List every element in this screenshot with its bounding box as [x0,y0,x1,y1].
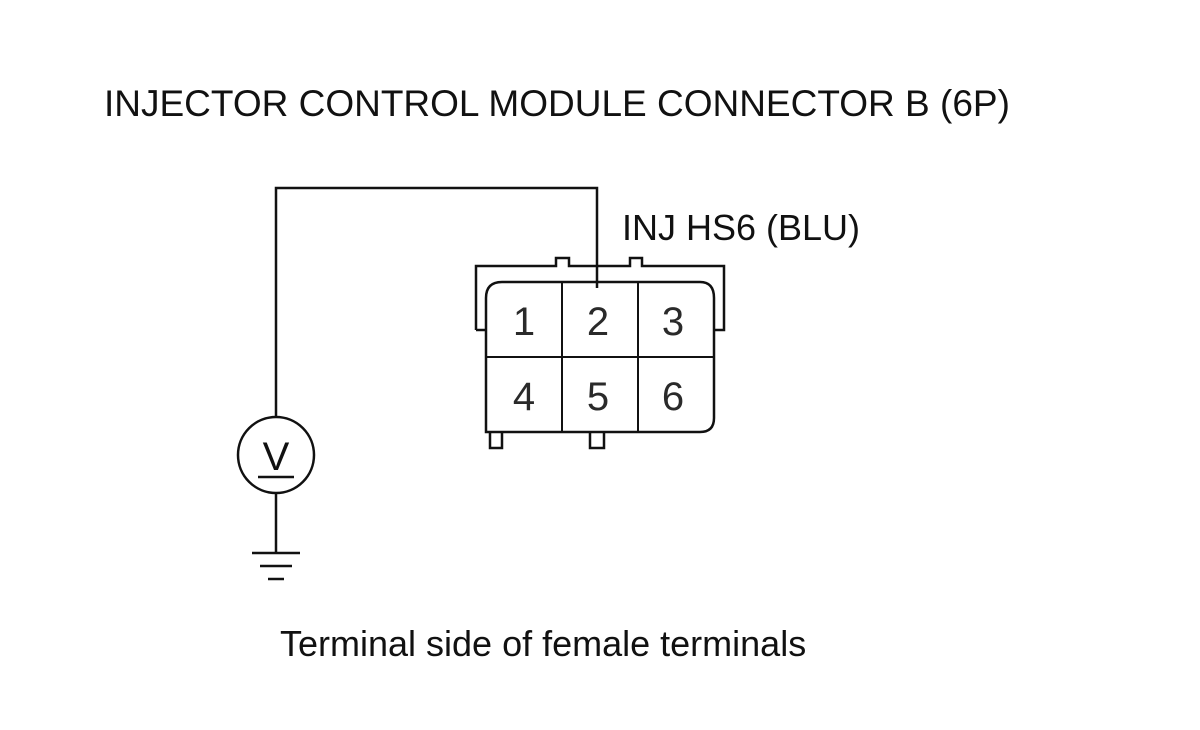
pin-3: 3 [662,300,684,344]
test-wire [274,186,599,418]
pin-4: 4 [513,375,535,419]
pin-5: 5 [587,375,609,419]
pin-2: 2 [587,300,609,344]
wire-label: INJ HS6 (BLU) [622,207,860,248]
caption: Terminal side of female terminals [280,623,806,664]
connector-b: 1 2 3 4 5 6 [474,256,726,450]
pin-6: 6 [662,375,684,419]
voltmeter-symbol: V [263,435,290,479]
ground-icon [252,551,300,581]
voltmeter-icon: V [236,415,316,495]
pin-1: 1 [513,300,535,344]
diagram-title: INJECTOR CONTROL MODULE CONNECTOR B (6P) [104,83,1010,124]
